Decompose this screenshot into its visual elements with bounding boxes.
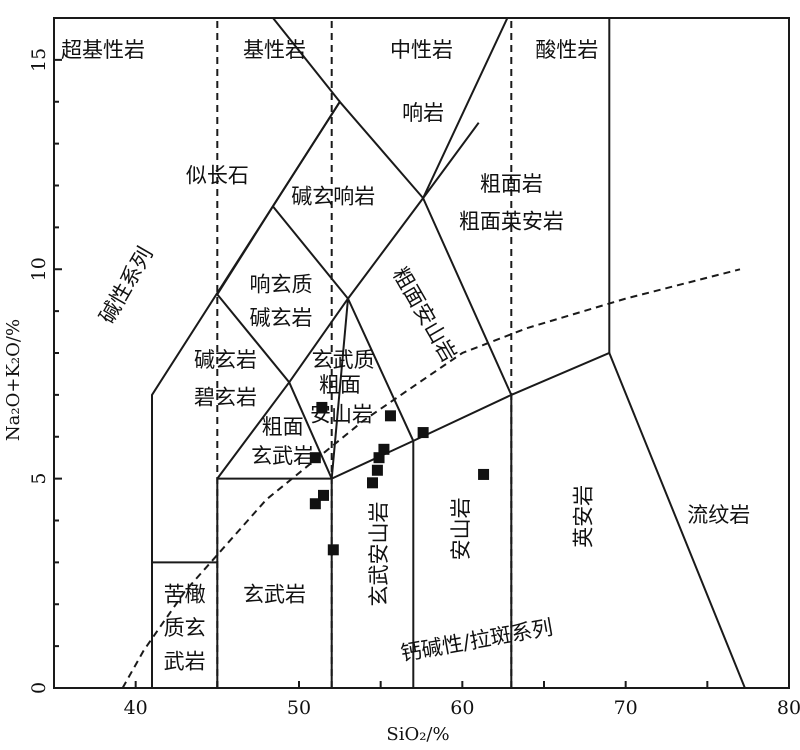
sample-point-9 <box>384 410 396 422</box>
y-tick-label-0: 0 <box>28 682 50 694</box>
field-label-0: 超基性岩 <box>61 38 145 62</box>
sample-point-6 <box>371 464 383 476</box>
field-label-12: 粗面安山岩 <box>388 263 461 366</box>
field-boundary-3 <box>217 351 746 688</box>
field-label-8: 粗面英安岩 <box>459 210 564 234</box>
field-label-1: 基性岩 <box>243 38 306 62</box>
sample-point-11 <box>478 468 490 480</box>
y-tick-label-3: 15 <box>28 48 50 72</box>
y-tick-label-2: 10 <box>28 257 50 281</box>
field-label-13: 碱玄岩 <box>194 348 257 372</box>
x-tick-label-0: 40 <box>124 697 148 719</box>
sample-point-0 <box>327 544 339 556</box>
field-label-24: 苦橄 <box>164 582 206 606</box>
dashed-divider-lines <box>121 18 741 688</box>
sample-point-4 <box>316 401 328 413</box>
field-label-14: 玄武质 <box>312 348 375 372</box>
field-label-22: 流纹岩 <box>687 503 750 527</box>
field-label-3: 酸性岩 <box>535 38 598 62</box>
field-label-27: 玄武岩 <box>243 582 306 606</box>
x-tick-label-4: 80 <box>777 697 800 719</box>
sample-point-7 <box>373 452 385 464</box>
field-label-4: 响岩 <box>402 101 444 125</box>
rock-field-labels: 超基性岩基性岩中性岩酸性岩响岩似长石碱玄响岩粗面岩粗面英安岩碱性系列响玄质碱玄岩… <box>61 38 750 673</box>
field-boundary-7 <box>330 298 349 479</box>
sample-points <box>309 401 490 556</box>
field-label-5: 似长石 <box>186 164 249 188</box>
x-tick-label-2: 60 <box>450 697 474 719</box>
x-axis-title: SiO₂/% <box>386 724 449 745</box>
field-label-9: 碱性系列 <box>95 243 158 328</box>
field-label-11: 碱玄岩 <box>250 306 313 330</box>
field-label-21: 英安岩 <box>571 485 595 548</box>
y-axis-title: Na₂O+K₂O/% <box>3 319 24 441</box>
sample-point-8 <box>378 443 390 455</box>
field-label-18: 粗面 <box>262 415 304 439</box>
field-label-15: 碧玄岩 <box>194 386 257 410</box>
dashed-line-0 <box>121 268 741 688</box>
field-label-2: 中性岩 <box>390 38 453 62</box>
field-boundary-11 <box>271 18 341 103</box>
field-label-7: 粗面岩 <box>480 172 543 196</box>
field-boundary-8 <box>216 293 290 383</box>
field-label-6: 碱玄响岩 <box>291 185 375 209</box>
sample-point-5 <box>367 477 378 489</box>
field-boundary-9 <box>422 197 513 688</box>
field-label-16: 粗面 <box>319 373 361 397</box>
y-tick-label-1: 5 <box>28 473 50 485</box>
field-label-19: 玄武岩 <box>251 444 314 468</box>
field-label-23: 玄武安山岩 <box>367 502 391 607</box>
sample-point-3 <box>309 452 321 464</box>
classification-boundaries <box>151 18 746 688</box>
sample-point-10 <box>417 427 429 439</box>
sample-point-1 <box>309 498 321 510</box>
x-tick-label-3: 70 <box>614 697 638 719</box>
x-tick-label-1: 50 <box>287 697 311 719</box>
field-boundary-5 <box>272 205 415 688</box>
field-label-25: 质玄 <box>164 616 206 640</box>
field-label-20: 安山岩 <box>449 497 473 560</box>
axis-ticks: 40 50 60 70 80 0 5 10 15 <box>28 17 800 719</box>
field-label-10: 响玄质 <box>250 273 313 297</box>
field-label-26: 武岩 <box>164 649 206 673</box>
sample-point-2 <box>318 489 329 501</box>
field-label-28: 钙碱性/拉斑系列 <box>399 615 555 665</box>
